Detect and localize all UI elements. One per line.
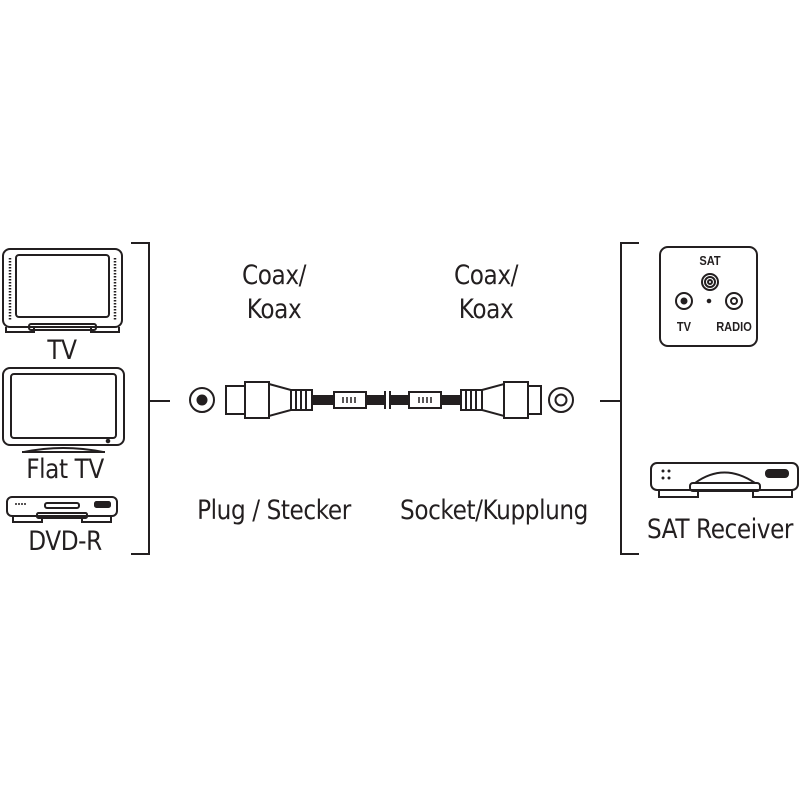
right-bracket xyxy=(600,242,639,555)
plug-face-icon xyxy=(189,387,215,413)
flat-tv-icon xyxy=(2,367,125,453)
device-label-dvd-r: DVD-R xyxy=(28,526,102,557)
plug-gender-label: Plug / Stecker xyxy=(197,495,351,526)
wall-socket-label-sat: SAT xyxy=(699,253,721,268)
crt-tv-icon xyxy=(2,248,123,333)
socket-face-icon xyxy=(548,387,574,413)
wall-socket-label-tv: TV xyxy=(676,319,692,334)
dvd-recorder-icon xyxy=(6,496,118,523)
sat-receiver-icon xyxy=(650,462,799,498)
socket-gender-label: Socket/Kupplung xyxy=(400,495,588,526)
left-bracket xyxy=(131,242,170,555)
plug-connector-icon xyxy=(225,381,313,419)
plug-type-label-line1: Coax/ xyxy=(241,260,307,291)
device-label-tv: TV xyxy=(47,335,77,366)
socket-type-label-line2: Koax xyxy=(458,294,514,325)
sat-wall-socket-icon xyxy=(659,246,758,347)
socket-type-label-line1: Coax/ xyxy=(453,260,519,291)
device-label-sat-receiver: SAT Receiver xyxy=(646,514,794,545)
coax-cable xyxy=(311,391,462,409)
socket-connector-icon xyxy=(460,381,542,419)
plug-type-label-line2: Koax xyxy=(246,294,302,325)
device-label-flat-tv: Flat TV xyxy=(26,454,104,485)
wall-socket-label-radio: RADIO xyxy=(716,319,752,334)
